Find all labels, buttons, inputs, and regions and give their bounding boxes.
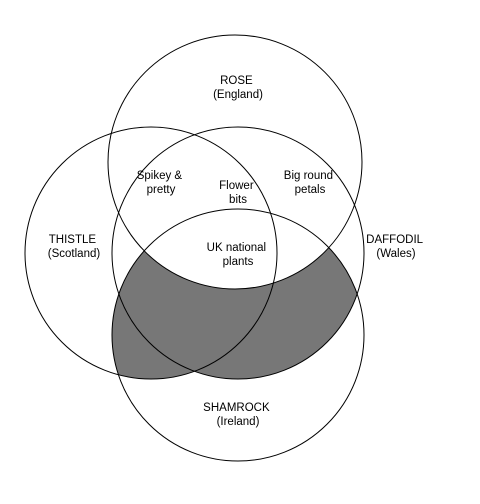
thistle-label: THISTLE (Scotland) xyxy=(48,234,101,260)
rose-daffodil-label: Big round petals xyxy=(284,170,336,196)
shamrock-label: SHAMROCK (Ireland) xyxy=(203,402,273,428)
daffodil-circle xyxy=(111,126,365,380)
thistle-circle xyxy=(24,126,278,380)
rose-circle xyxy=(107,34,363,290)
shamrock-circle xyxy=(111,208,365,462)
rose-label: ROSE (England) xyxy=(213,75,263,101)
uk-national-plants-label: UK national plants xyxy=(207,242,270,268)
daffodil-label: DAFFODIL (Wales) xyxy=(366,234,426,260)
flower-bits-label: Flower bits xyxy=(219,180,257,206)
shaded-region xyxy=(112,209,364,379)
rose-thistle-label: Spikey & pretty xyxy=(137,170,186,196)
